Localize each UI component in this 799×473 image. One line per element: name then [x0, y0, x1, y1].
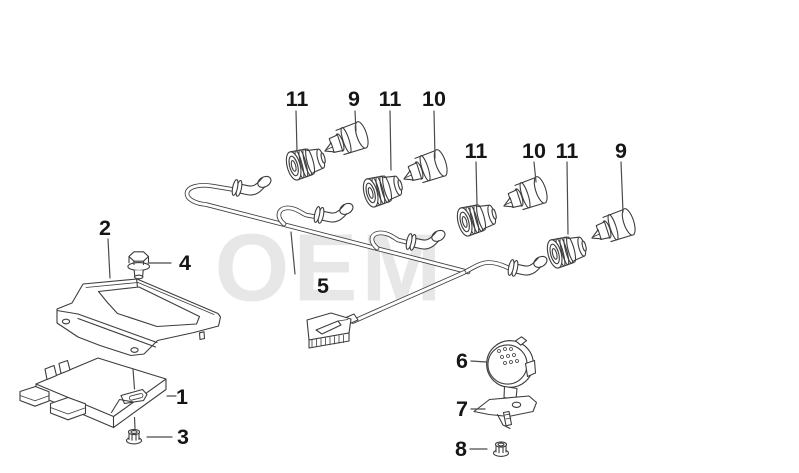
oem-watermark: OEM	[215, 215, 446, 322]
callout-3-nut[interactable]: 3	[177, 425, 189, 449]
callout-11-right-1[interactable]: 11	[465, 139, 488, 163]
buzzer-nut	[492, 441, 510, 457]
callout-6-buzzer[interactable]: 6	[456, 349, 468, 373]
callout-7-buzzer-bracket[interactable]: 7	[456, 397, 468, 421]
callout-11-top-1[interactable]: 11	[286, 87, 309, 111]
control-module	[19, 357, 167, 430]
harness-elbow-connector	[506, 247, 551, 284]
callout-2-bracket[interactable]: 2	[99, 216, 111, 240]
harness-elbow-connector	[230, 167, 275, 204]
callout-4-bolt[interactable]: 4	[179, 251, 191, 275]
sensor-holder	[544, 231, 590, 271]
sensor-wiring-harness	[184, 167, 551, 349]
callout-10-top[interactable]: 10	[422, 87, 446, 111]
ultrasonic-sensor	[318, 119, 372, 161]
bracket-bolt	[127, 251, 151, 280]
ultrasonic-sensor	[397, 147, 451, 189]
ultrasonic-sensor	[497, 174, 551, 216]
callout-11-right-2[interactable]: 11	[556, 139, 579, 163]
sensor-holder	[283, 143, 329, 183]
module-nut	[125, 428, 143, 445]
callout-10-right[interactable]: 10	[522, 139, 546, 163]
leader-lines	[107, 110, 624, 450]
buzzer-bracket	[473, 395, 538, 430]
callout-8-buzzer-nut[interactable]: 8	[455, 437, 467, 461]
buzzer-hole-pattern	[497, 347, 519, 365]
callout-5-harness[interactable]: 5	[317, 274, 329, 298]
module-bracket	[56, 278, 222, 357]
callout-9-top[interactable]: 9	[348, 87, 360, 111]
callout-11-top-2[interactable]: 11	[379, 87, 402, 111]
module-plug-socket	[19, 385, 87, 421]
ultrasonic-sensor	[585, 206, 639, 248]
sensor-holder	[360, 170, 406, 210]
callout-9-right[interactable]: 9	[615, 139, 627, 163]
harness-main-connector	[306, 312, 359, 349]
callout-labels: 11 9 11 10 11 10 11 9 2 4 1 3 5 6 7 8	[99, 87, 627, 461]
callout-1-module[interactable]: 1	[176, 385, 188, 409]
